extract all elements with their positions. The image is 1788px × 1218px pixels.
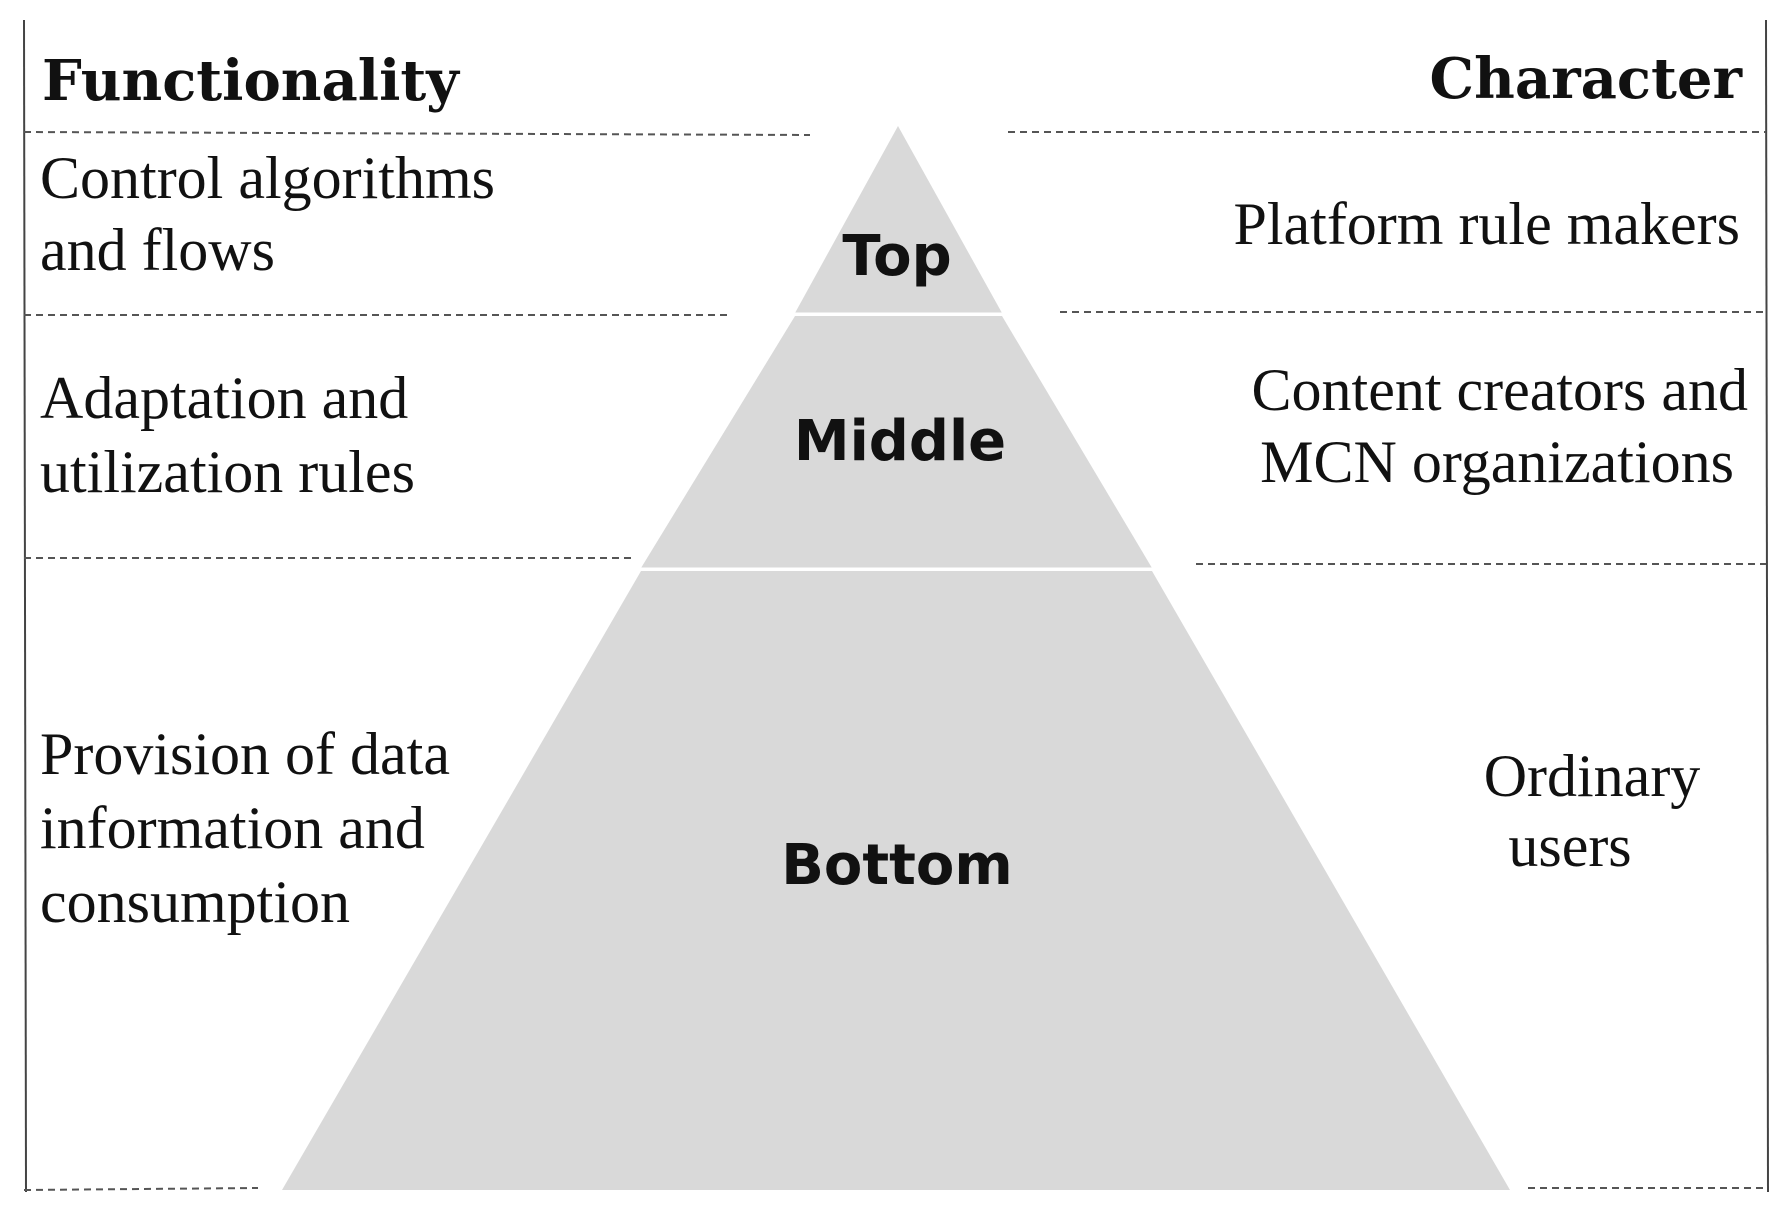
- functionality-header: Functionality: [42, 48, 460, 114]
- dashed-line-left-1: [23, 131, 811, 136]
- character-middle-line-1: Content creators and: [1252, 357, 1749, 423]
- character-header: Character: [1430, 46, 1744, 112]
- pyramid-tier-top: [795, 126, 1002, 313]
- dashed-line-left-4: [23, 1187, 259, 1191]
- functionality-bottom-line-3: consumption: [40, 869, 350, 935]
- functionality-top-line-1: Control algorithms: [40, 145, 495, 211]
- level-label-top: Top: [842, 224, 951, 289]
- functionality-middle-line-2: utilization rules: [40, 439, 415, 505]
- pyramid-tier-middle: [641, 316, 1152, 568]
- functionality-bottom-line-2: information and: [40, 795, 425, 861]
- character-bottom-line-2: users: [1508, 813, 1631, 879]
- character-middle-line-2: MCN organizations: [1260, 429, 1734, 495]
- right-border: [1765, 19, 1769, 1193]
- level-label-bottom: Bottom: [781, 833, 1013, 898]
- character-top-line-1: Platform rule makers: [1233, 191, 1740, 257]
- functionality-bottom-line-1: Provision of data: [40, 721, 450, 787]
- functionality-middle-line-1: Adaptation and: [40, 365, 408, 431]
- pyramid-tier-bottom: [282, 571, 1510, 1190]
- character-bottom-line-1: Ordinary: [1484, 743, 1701, 809]
- functionality-top-line-2: and flows: [40, 217, 275, 283]
- level-label-middle: Middle: [794, 409, 1006, 474]
- left-border: [23, 19, 27, 1193]
